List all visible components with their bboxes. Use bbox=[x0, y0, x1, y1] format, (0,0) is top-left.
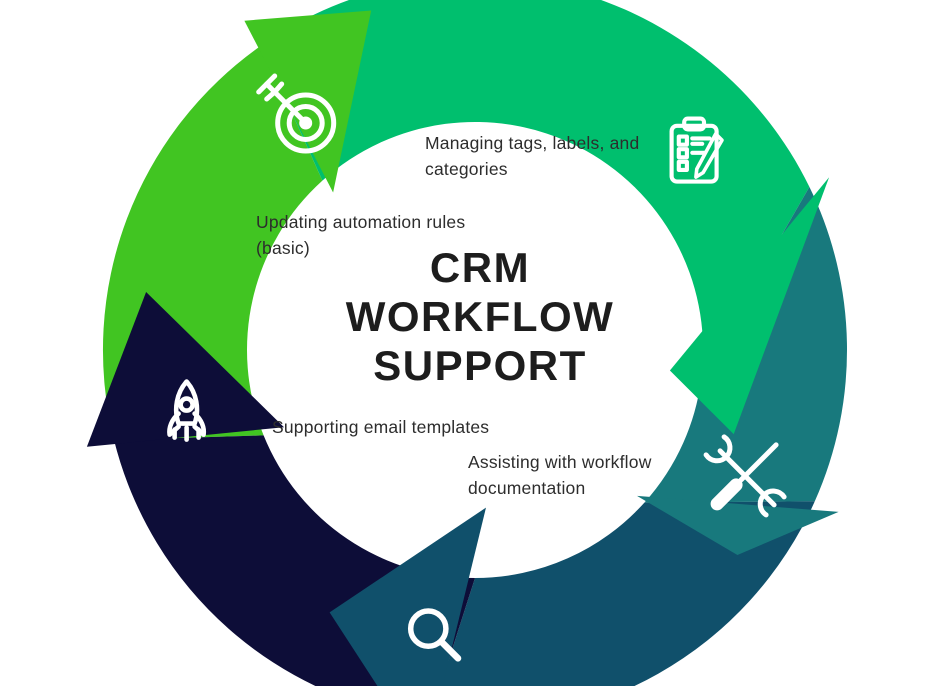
magnifier-icon bbox=[407, 608, 462, 662]
rocket-fin-right bbox=[192, 411, 207, 437]
rocket-fin-left bbox=[167, 411, 181, 437]
wrench-jaw-bottom bbox=[757, 488, 787, 518]
label-assisting-workflow-documentation: Assisting with workflow documentation bbox=[468, 452, 652, 498]
dart-feather-outer bbox=[256, 73, 278, 95]
arrowhead-tags-checklist bbox=[669, 177, 830, 435]
dart-shaft bbox=[264, 81, 305, 122]
arrowhead-search bbox=[329, 507, 486, 686]
pencil bbox=[694, 132, 724, 179]
label-supporting-email-templates: Supporting email templates bbox=[272, 417, 490, 437]
checkbox-1 bbox=[676, 134, 689, 147]
clipboard-board bbox=[669, 123, 719, 184]
target-middle-ring bbox=[286, 104, 325, 142]
arrowhead-goal-target bbox=[244, 10, 372, 193]
magnifier-handle bbox=[438, 638, 462, 662]
clipboard-checklist-icon bbox=[669, 116, 724, 184]
arrowhead-launch bbox=[86, 292, 285, 447]
checkbox-3 bbox=[676, 159, 689, 172]
wrench-screwdriver-icon bbox=[703, 434, 787, 518]
clipboard-clip bbox=[682, 116, 707, 132]
magnifier-lens bbox=[407, 608, 449, 649]
label-updating-automation-rules: Updating automation rules (basic) bbox=[256, 212, 466, 258]
diagram-title: CRM WORKFLOW SUPPORT bbox=[345, 244, 615, 389]
label-managing-tags: Managing tags, labels, and categories bbox=[425, 133, 640, 179]
checkbox-2 bbox=[676, 147, 689, 160]
target-outer-ring bbox=[275, 92, 337, 154]
arrowhead-workflow-tools bbox=[637, 495, 839, 555]
arrow-heads bbox=[86, 10, 839, 686]
arrow-band-tags-checklist bbox=[261, 0, 810, 374]
rocket-icon bbox=[167, 379, 207, 442]
dart-feather-inner bbox=[264, 81, 285, 102]
rocket-body bbox=[173, 379, 200, 426]
screwdriver-blade bbox=[738, 442, 779, 483]
target-icon bbox=[256, 73, 337, 154]
rocket-porthole bbox=[178, 396, 195, 413]
arrow-band-search bbox=[440, 501, 815, 686]
screwdriver-handle bbox=[710, 478, 743, 511]
